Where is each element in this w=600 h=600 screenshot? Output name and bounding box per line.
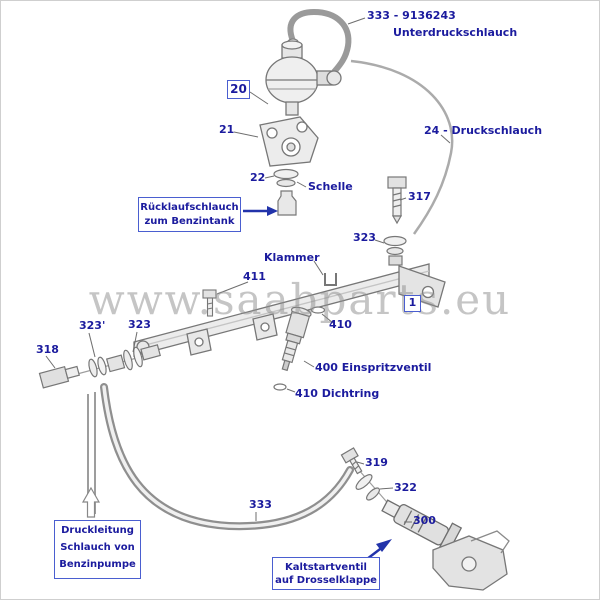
druckleitung-line1: Druckleitung: [61, 525, 134, 536]
druckleitung-line2: Schlauch von: [60, 542, 135, 553]
label-part-333-hose: 333: [249, 498, 272, 511]
callout-box-1: 1: [404, 295, 421, 312]
label-part-323-prime: 323': [79, 319, 106, 332]
hose-333-drawing: [100, 383, 354, 531]
label-part-21: 21: [219, 123, 235, 136]
bolt-317-drawing: [387, 176, 407, 225]
bolt-411-drawing: [202, 289, 217, 317]
bracket-21-drawing: [259, 116, 319, 167]
callout-druckleitung: Druckleitung Schlauch von Benzinpumpe: [54, 520, 141, 579]
kaltstart-line1: Kaltstartventil: [285, 562, 367, 573]
klammer-clip-drawing: [324, 273, 337, 286]
druckleitung-line3: Benzinpumpe: [59, 559, 136, 570]
ruecklauf-line2: zum Benzintank: [144, 216, 235, 227]
ruecklauf-line1: Rücklaufschlauch: [140, 202, 239, 213]
label-part-24-druckschlauch: 24 - Druckschlauch: [424, 124, 543, 137]
oring-410-bottom-drawing: [273, 383, 287, 391]
label-part-410-dichtring: 410 Dichtring: [295, 387, 380, 400]
oring-410-top-drawing: [310, 306, 326, 314]
label-part-333-ref: 333 - 9136243: [367, 9, 456, 22]
pressure-hose-24-drawing: [350, 59, 454, 235]
washers-323-top-drawing: [383, 235, 407, 266]
ruecklauf-arrow: [243, 206, 278, 216]
label-part-22: 22: [250, 171, 266, 184]
label-part-317: 317: [408, 190, 431, 203]
label-part-318: 318: [36, 343, 59, 356]
label-part-400-einspritzventil: 400 Einspritzventil: [315, 361, 432, 374]
up-arrow-outline: [81, 486, 101, 518]
label-part-323-left: 323: [128, 318, 151, 331]
injector-400-drawing: [281, 306, 312, 372]
label-part-319: 319: [365, 456, 388, 469]
left-fitting-assembly-drawing: [38, 344, 161, 389]
label-part-410-top: 410: [329, 318, 352, 331]
return-nipple-drawing: [277, 190, 297, 216]
label-unterdruckschlauch: Unterdruckschlauch: [393, 26, 518, 39]
label-klammer: Klammer: [264, 251, 320, 264]
throttle-body-drawing: [432, 530, 510, 591]
callout-kaltstartventil: Kaltstartventil auf Drosselklappe: [272, 557, 380, 590]
washers-322-drawing: [355, 474, 380, 501]
kaltstart-arrow: [366, 539, 392, 560]
label-part-411: 411: [243, 270, 266, 283]
bolt-319-drawing: [340, 447, 363, 475]
label-part-322: 322: [394, 481, 417, 494]
label-schelle: Schelle: [308, 180, 353, 193]
callout-box-20: 20: [227, 80, 250, 99]
label-part-323-top: 323: [353, 231, 376, 244]
label-part-300: 300: [413, 514, 436, 527]
callout-ruecklaufschlauch: Rücklaufschlauch zum Benzintank: [138, 197, 241, 232]
clamp-22-drawing: [273, 168, 299, 188]
pressure-regulator-drawing: [265, 40, 342, 116]
kaltstart-line2: auf Drosselklappe: [275, 575, 377, 586]
leader-lines: [45, 17, 451, 523]
